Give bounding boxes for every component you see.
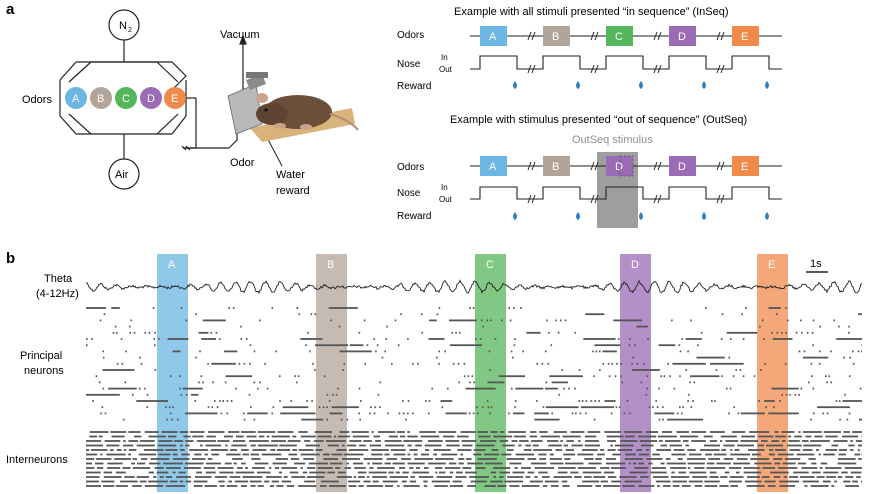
outseq-in-label: In — [441, 183, 448, 192]
valve-a — [65, 87, 87, 109]
odor-valves: A B C D E — [65, 87, 186, 109]
odor-tube — [181, 34, 247, 151]
valve-label-a: A — [72, 93, 80, 105]
inseq-odors-label: Odors — [397, 30, 424, 41]
valve-label-d: D — [147, 93, 155, 105]
theta-label: Theta — [44, 273, 73, 285]
outseq-odor-label-4: D — [678, 161, 686, 173]
outseq-odor-label-1: A — [489, 161, 497, 173]
inseq-timing-diagram: A B C D E — [470, 26, 782, 89]
odor-window-d — [620, 254, 651, 492]
valve-label-c: C — [122, 93, 130, 105]
odor-window-a — [157, 254, 188, 492]
nitrogen-source: N 2 — [108, 9, 140, 62]
outseq-reward-label: Reward — [397, 211, 431, 222]
odor-window-label-e: E — [768, 259, 775, 271]
outseq-reward-drop-5 — [765, 212, 769, 220]
interneurons-label: Interneurons — [6, 454, 68, 466]
air-source: Air — [108, 158, 140, 190]
outseq-odor-2 — [543, 156, 570, 176]
vacuum-label: Vacuum — [220, 29, 260, 41]
principal-label-2: neurons — [24, 365, 64, 377]
valve-c — [115, 87, 137, 109]
outseq-reward-drop-3 — [639, 212, 643, 220]
outseq-odor-4 — [669, 156, 696, 176]
outseq-odor-label-3: D — [615, 161, 623, 173]
odor-window-label-a: A — [168, 259, 176, 271]
odor-windows: A B C D E — [157, 254, 788, 492]
outseq-odors-label: Odors — [397, 162, 424, 173]
inseq-odor-label-5: E — [741, 31, 748, 43]
inseq-in-label: In — [441, 53, 448, 62]
inseq-title: Example with all stimuli presented “in s… — [454, 6, 729, 18]
theta-trace — [85, 279, 863, 294]
inseq-reward-drop-5 — [765, 81, 769, 89]
outseq-odor-5 — [732, 156, 759, 176]
outseq-nose-label: Nose — [397, 188, 421, 199]
odor-window-label-c: C — [486, 259, 494, 271]
inseq-odor-2 — [543, 26, 570, 46]
outseq-reward-drop-1 — [513, 212, 517, 220]
panel-a-label: a — [6, 1, 15, 18]
inseq-odor-label-3: C — [615, 31, 623, 43]
inseq-out-label: Out — [439, 65, 453, 74]
odor-window-label-d: D — [631, 259, 639, 271]
inseq-odor-4 — [669, 26, 696, 46]
inseq-odor-label-1: A — [489, 31, 497, 43]
outseq-out-label: Out — [439, 195, 453, 204]
inseq-reward-drop-3 — [639, 81, 643, 89]
spike-raster — [86, 307, 862, 487]
inseq-odor-3 — [606, 26, 633, 46]
odor-window-b — [316, 254, 347, 492]
odor-manifold — [59, 61, 196, 160]
inseq-odor-label-4: D — [678, 31, 686, 43]
odor-window-e — [757, 254, 788, 492]
inseq-nose-label: Nose — [397, 59, 421, 70]
water-label: Water — [276, 169, 305, 181]
outseq-odor-1 — [480, 156, 507, 176]
inseq-reward-label: Reward — [397, 81, 431, 92]
scale-bar-label: 1s — [810, 258, 822, 270]
principal-label: Principal — [20, 350, 62, 362]
outseq-stimulus-label: OutSeq stimulus — [572, 134, 653, 146]
n2-label: N — [119, 20, 127, 32]
air-label: Air — [115, 169, 129, 181]
inseq-odor-1 — [480, 26, 507, 46]
inseq-odor-label-2: B — [552, 31, 559, 43]
reward-label: reward — [276, 185, 310, 197]
outseq-title: Example with stimulus presented “out of … — [450, 114, 747, 126]
valve-e — [164, 87, 186, 109]
outseq-odor-label-5: E — [741, 161, 748, 173]
odors-label: Odors — [22, 94, 52, 106]
outseq-nose-trace — [470, 186, 782, 200]
inseq-reward-drop-1 — [513, 81, 517, 89]
inseq-nose-trace — [470, 55, 782, 70]
outseq-reward-drop-4 — [702, 212, 706, 220]
odor-port-label: Odor — [230, 157, 255, 169]
rat-illustration — [227, 72, 359, 142]
valve-d — [140, 87, 162, 109]
odor-window-label-b: B — [327, 259, 334, 271]
outseq-odor-3 — [606, 156, 633, 176]
scale-bar: 1s — [806, 258, 828, 273]
inseq-reward-drop-4 — [702, 81, 706, 89]
outseq-reward-drop-2 — [576, 212, 580, 220]
valve-label-b: B — [97, 93, 104, 105]
outseq-odor-label-2: B — [552, 161, 559, 173]
inseq-reward-drop-2 — [576, 81, 580, 89]
panel-b-label: b — [6, 250, 15, 267]
theta-band-label: (4-12Hz) — [36, 288, 79, 300]
n2-subscript: 2 — [128, 27, 132, 34]
valve-label-e: E — [171, 93, 178, 105]
valve-b — [90, 87, 112, 109]
inseq-odor-5 — [732, 26, 759, 46]
odor-window-c — [475, 254, 506, 492]
